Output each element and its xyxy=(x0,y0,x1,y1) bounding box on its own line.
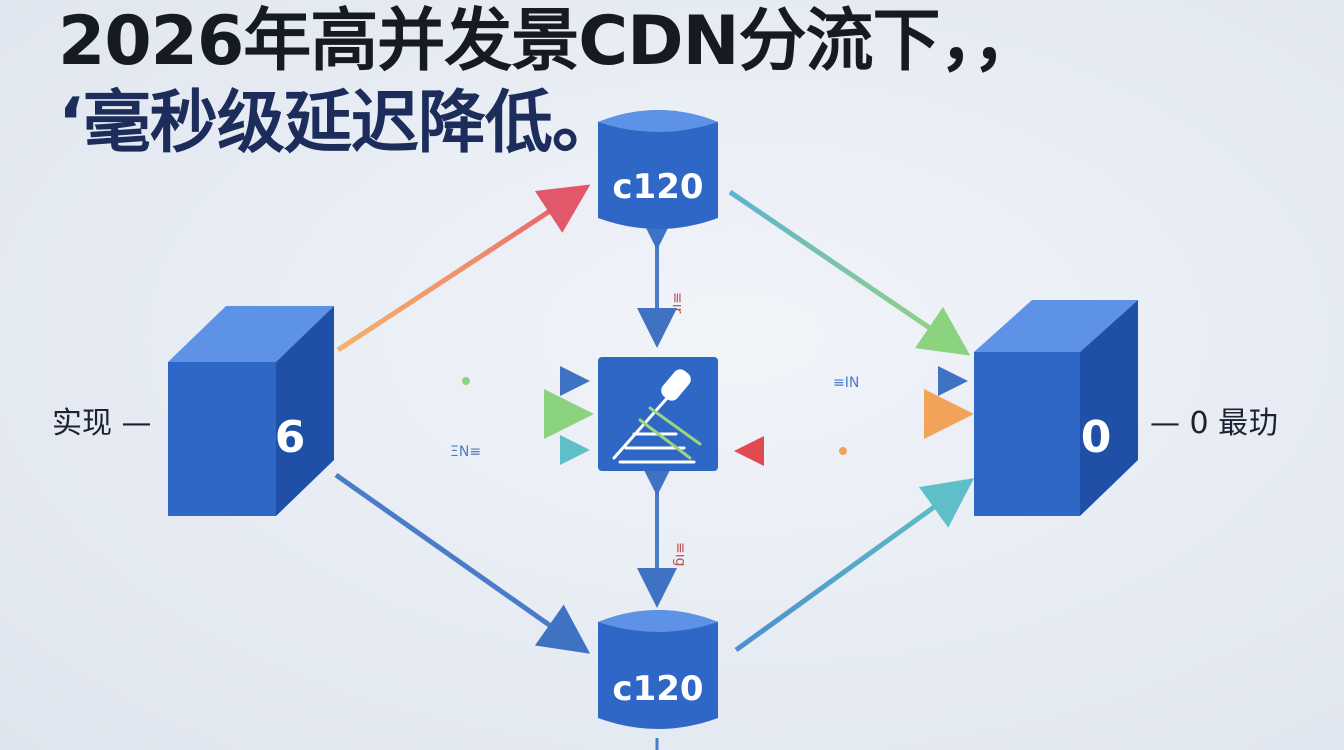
server-top-label: c120 xyxy=(612,167,703,207)
center-node xyxy=(598,357,718,471)
server-bottom: c120 xyxy=(598,610,718,729)
link-dot xyxy=(839,447,847,455)
arrow-bottom-to-right xyxy=(734,478,975,653)
diagonal-links xyxy=(334,184,975,654)
cube-left: 6 xyxy=(168,306,334,516)
left-node-caption: 实现 — xyxy=(52,406,152,441)
cube-right: 0 xyxy=(974,300,1138,516)
server-top: c120 xyxy=(598,110,718,229)
server-bottom-label: c120 xyxy=(612,669,703,709)
link-label-left-lower: ΞN≡ xyxy=(450,444,481,460)
left-horizontal-links xyxy=(340,366,594,465)
page-title-line-2: ‘毫秒级延迟降低。 xyxy=(58,84,620,163)
arrow-left-to-bottom xyxy=(334,472,591,654)
link-dot xyxy=(462,377,470,385)
right-node-caption: — 0 最玏 xyxy=(1150,406,1279,441)
arrow-left-to-top xyxy=(336,184,591,353)
link-label-right-upper: ≡IN xyxy=(833,375,859,391)
page-title-line-1: 2026年高并发景CDN分流下，， xyxy=(58,2,1041,81)
arrow-top-to-right xyxy=(728,189,971,356)
link-label-top-vertical: ≡ır xyxy=(669,292,685,314)
link-label-bottom-vertical: ≡ıg xyxy=(672,542,688,567)
tool-icon xyxy=(612,369,702,464)
cube-left-label: 6 xyxy=(275,412,306,463)
right-horizontal-links xyxy=(732,366,974,466)
cube-right-label: 0 xyxy=(1081,412,1112,463)
